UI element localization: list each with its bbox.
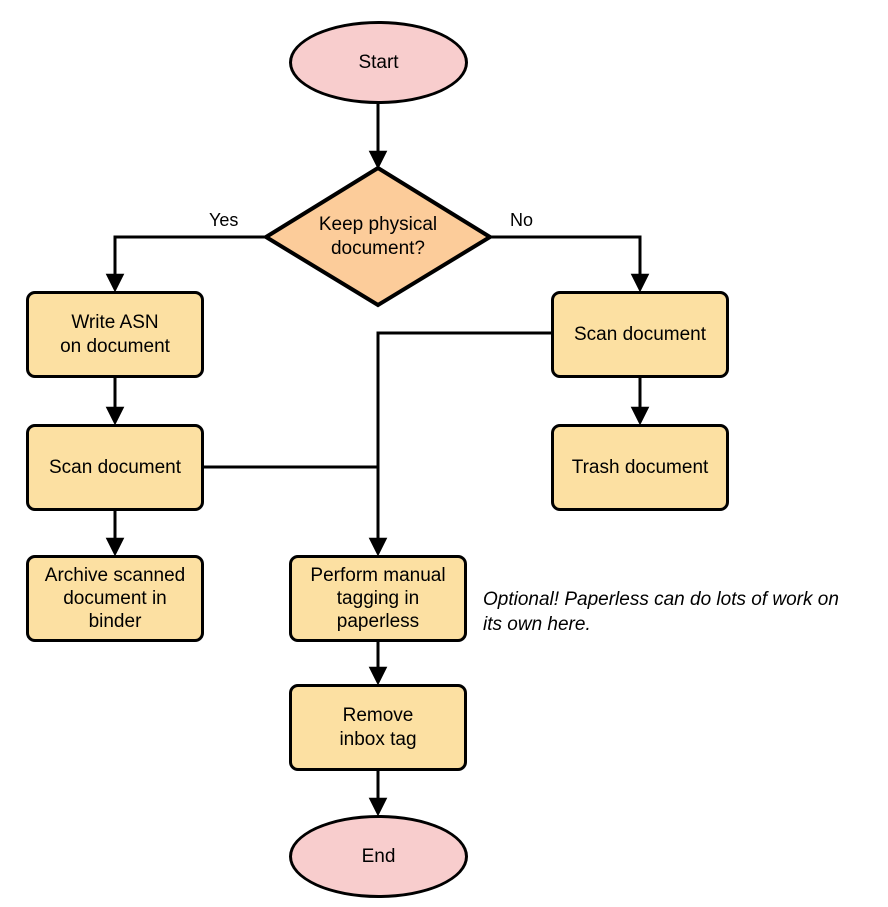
node-archive-scanned-document[interactable]: Archive scanned document in binder (26, 555, 204, 642)
node-scan-document-left[interactable]: Scan document (26, 424, 204, 511)
node-write-asn-on-document-label: Write ASN on document (60, 312, 170, 357)
node-remove-inbox-tag[interactable]: Remove inbox tag (289, 684, 467, 771)
node-scan-document-right[interactable]: Scan document (551, 291, 729, 378)
node-scan-document-right-label: Scan document (573, 323, 707, 345)
node-write-asn-on-document[interactable]: Write ASN on document (26, 291, 204, 378)
node-remove-inbox-tag-label: Remove inbox tag (339, 705, 417, 750)
node-start[interactable]: Start (289, 21, 468, 104)
edge-decision-no-to-scan-right (490, 235, 650, 293)
annotation-optional-note: Optional! Paperless can do lots of work … (483, 589, 839, 635)
decision-diamond-shape (262, 165, 494, 308)
node-keep-physical-document[interactable]: Keep physical document? (266, 168, 490, 305)
node-end[interactable]: End (289, 815, 468, 898)
node-perform-manual-tagging-label: Perform manual tagging in paperless (310, 564, 446, 633)
node-perform-manual-tagging[interactable]: Perform manual tagging in paperless (289, 555, 467, 642)
node-archive-scanned-document-label: Archive scanned document in binder (44, 564, 186, 633)
node-end-label: End (361, 845, 396, 867)
node-keep-physical-document-label: Keep physical document? (318, 214, 438, 259)
node-scan-document-left-label: Scan document (48, 456, 182, 478)
node-start-label: Start (358, 51, 399, 73)
node-trash-document[interactable]: Trash document (551, 424, 729, 511)
edge-decision-yes-to-write-asn (105, 235, 266, 293)
edge-label-no: No (510, 210, 534, 230)
edge-scan-right-to-tagging (368, 331, 553, 557)
node-trash-document-label: Trash document (571, 456, 709, 478)
edge-label-yes: Yes (209, 210, 239, 230)
